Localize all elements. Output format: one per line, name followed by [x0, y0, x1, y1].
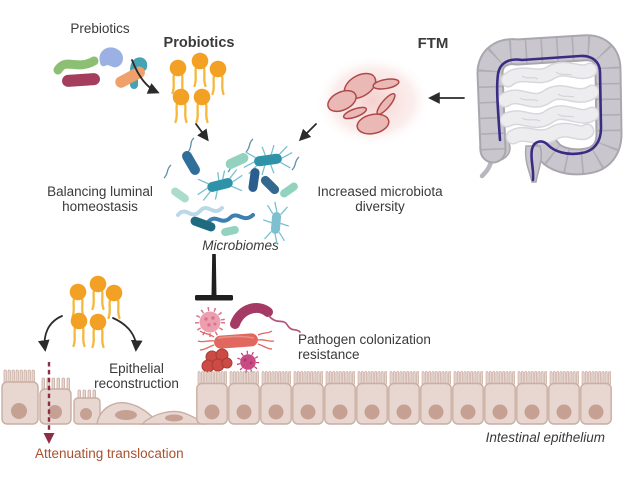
- damaged-epithelium: [1, 369, 207, 425]
- curved-arrow-probiotics-right: [112, 317, 143, 352]
- pathogen-colonization-resistance-label: Pathogen colonization resistance: [298, 332, 431, 363]
- prebiotics-label: Prebiotics: [70, 21, 130, 36]
- prebiotics-cluster-icon: [53, 47, 148, 89]
- increased-microbiota-diversity-label: Increased microbiota diversity: [317, 184, 443, 215]
- dashed-translocation-arrow: [43, 362, 55, 444]
- inhibition-bar-icon: [195, 254, 233, 301]
- ftm-cells-icon: [315, 55, 431, 147]
- probiotics-label: Probiotics: [163, 35, 235, 51]
- epithelium-icon: [1, 369, 612, 425]
- ftm-label: FTM: [417, 35, 449, 52]
- curved-arrow-probiotics-left: [37, 315, 63, 352]
- curved-rod-pathogen-icon: [230, 303, 301, 333]
- pili-capsule-pathogen-icon: [197, 330, 275, 351]
- colon-icon: [476, 34, 623, 183]
- epithelial-reconstruction-label: Epithelial reconstruction: [94, 361, 179, 392]
- balancing-luminal-homeostasis-label: Balancing luminal homeostasis: [47, 184, 153, 215]
- attenuating-translocation-label: Attenuating translocation: [35, 446, 184, 461]
- gi-tract-line: [495, 54, 603, 182]
- arrow-probiotics-to-microbiomes: [195, 123, 209, 142]
- spiky-pathogen-icon: [236, 350, 260, 374]
- microbiomes-label: Microbiomes: [202, 238, 279, 253]
- curved-arrow-prebiotics-to-probiotics: [131, 59, 160, 94]
- microbiome-cluster-icon: [163, 137, 300, 245]
- intestinal-epithelium-label: Intestinal epithelium: [485, 430, 605, 445]
- arrow-ftm-to-microbiomes: [298, 123, 317, 142]
